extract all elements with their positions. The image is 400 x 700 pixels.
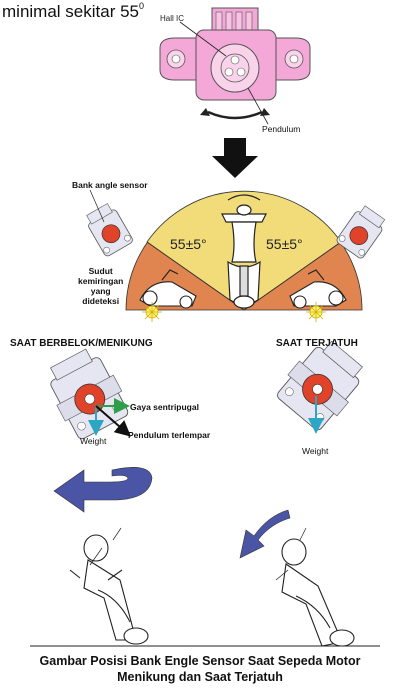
figure-caption: Gambar Posisi Bank Engle Sensor Saat Sep… (0, 653, 400, 685)
detected-tilt-angle-label: Sudut kemiringan yang dideteksi (78, 266, 123, 306)
rider-leaning-icon (69, 527, 149, 645)
pendulum-thrown-arrow (95, 405, 132, 437)
centrifugal-force-label: Gaya sentripugal (130, 402, 199, 412)
caption-line-1: Gambar Posisi Bank Engle Sensor Saat Sep… (39, 654, 361, 668)
scooter-fallen-left-icon (139, 269, 197, 309)
caption-line-2: Menikung dan Saat Terjatuh (117, 670, 283, 684)
rider-falling-icon (275, 527, 355, 647)
weight-right-label: Weight (302, 446, 329, 456)
scooter-fallen-right-icon (289, 269, 347, 309)
down-arrow (212, 138, 258, 178)
swing-arrow (207, 110, 263, 120)
weight-left-label: Weight (80, 436, 107, 446)
angle-right-label: 55±5° (266, 236, 303, 252)
impact-spark-right-icon (306, 302, 326, 322)
hall-ic-label: Hall IC (160, 14, 185, 23)
turn-arrow-icon (53, 467, 153, 513)
pendulum-thrown-label: Pendulum terlempar (128, 430, 211, 440)
small-sensor-right-icon (336, 205, 386, 259)
minimum-angle-text: minimal sekitar 550 (2, 1, 145, 22)
degree-superscript: 0 (139, 1, 145, 11)
top-sensor-housing (159, 7, 311, 125)
scooter-upright-icon (221, 194, 267, 309)
sensor-cornering-diagram (50, 348, 129, 440)
minimum-angle-label: minimal sekitar 55 (2, 2, 139, 21)
fall-arrow-icon (239, 509, 291, 559)
pendulum-label: Pendulum (262, 124, 301, 134)
bank-angle-sensor-label: Bank angle sensor (72, 180, 148, 190)
falling-title: SAAT TERJATUH (276, 338, 358, 349)
sensor-falling-diagram (277, 340, 363, 431)
detected-tilt-line-2: kemiringan (78, 276, 124, 286)
small-sensor-left-icon (86, 203, 133, 257)
detected-tilt-line-4: dideteksi (82, 296, 120, 306)
detected-tilt-line-1: Sudut (88, 266, 113, 276)
impact-spark-left-icon (142, 302, 162, 322)
angle-left-label: 55±5° (170, 236, 207, 252)
detected-tilt-line-3: yang (90, 286, 111, 296)
cornering-title: SAAT BERBELOK/MENIKUNG (10, 338, 153, 349)
